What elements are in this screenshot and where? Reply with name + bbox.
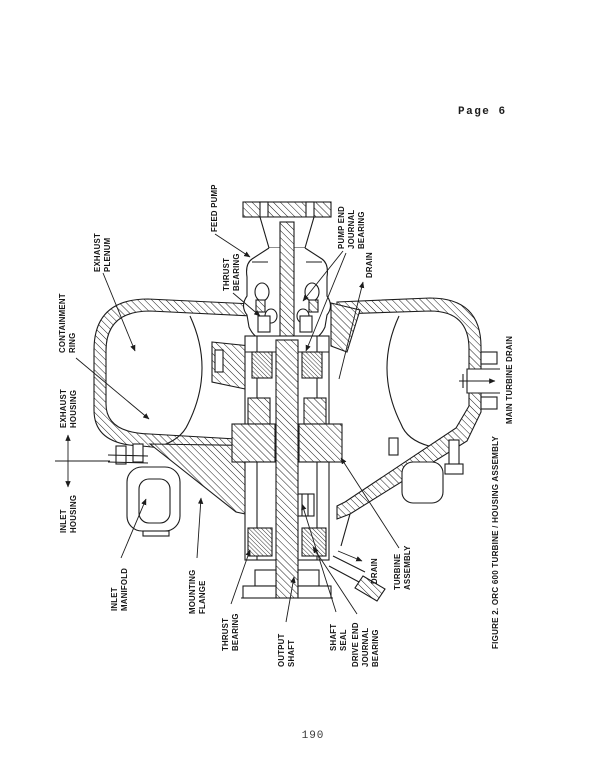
label-turbine-assembly: TURBINE [393, 554, 402, 590]
drain-top-flow-arrow [338, 281, 365, 380]
turbine-disc-left [231, 423, 276, 463]
turbine-housing-shell [330, 297, 482, 547]
label-shaft-seal: SHAFT [329, 624, 338, 651]
leader-shaft-seal [301, 503, 337, 613]
label-thrust-bearing-bottom-2: BEARING [231, 613, 240, 651]
label-pump-end-journal-bearing: PUMP END [337, 206, 346, 249]
leader-pump-end-journal-bearing [302, 250, 344, 302]
label-output-shaft-2: SHAFT [287, 640, 296, 667]
label-pump-end-journal-bearing-3: BEARING [357, 211, 366, 249]
leader-inlet-manifold [120, 498, 147, 559]
turbine-scroll-vane [386, 315, 430, 447]
label-shaft-seal-2: SEAL [339, 629, 348, 651]
leader-exhaust-plenum [102, 272, 136, 352]
label-containment-ring: CONTAINMENT [58, 293, 67, 353]
thrust-bearing-bottom-block [247, 527, 273, 557]
label-exhaust-housing-2: HOUSING [69, 390, 78, 428]
leader-containment-ring [75, 357, 150, 420]
pump-end-journal-bearing-block [251, 351, 273, 379]
leader-mounting-flange [196, 497, 204, 559]
label-thrust-bearing-top-2: BEARING [232, 253, 241, 291]
label-exhaust-housing: EXHAUST [59, 389, 68, 428]
drain-fitting-drawing [328, 555, 386, 602]
label-inlet-housing: INLET [59, 509, 68, 533]
output-shaft-drawing [241, 339, 333, 599]
page-header: Page 6 [458, 106, 507, 118]
label-output-shaft: OUTPUT [277, 633, 286, 667]
callout-labels: FEED PUMP THRUST BEARING EXHAUST PLENUM … [58, 184, 514, 667]
leader-thrust-bearing-top [232, 292, 261, 317]
label-thrust-bearing-top: THRUST [222, 258, 231, 291]
label-drive-end-journal-bearing-2: JOURNAL [361, 628, 370, 667]
inlet-manifold-drawing [126, 466, 181, 537]
thrust-bearing-top-block [247, 397, 271, 425]
leader-drive-end-journal-bearing [312, 546, 358, 615]
label-drive-end-journal-bearing: DRIVE END [351, 622, 360, 667]
leader-lines [55, 233, 496, 623]
leader-thrust-bearing-bottom [230, 549, 251, 605]
label-main-turbine-drain: MAIN TURBINE DRAIN [505, 336, 514, 424]
page-number: 190 [301, 730, 325, 742]
main-turbine-drain-port [462, 351, 500, 410]
label-exhaust-plenum-2: PLENUM [103, 238, 112, 272]
label-exhaust-plenum: EXHAUST [93, 233, 102, 272]
label-pump-end-journal-bearing-2: JOURNAL [347, 210, 356, 249]
figure-caption: FIGURE 2. ORC 600 TURBINE / HOUSING ASSE… [491, 435, 500, 649]
label-thrust-bearing-bottom: THRUST [221, 618, 230, 651]
cross-section-drawing [93, 201, 500, 602]
leader-turbine-assembly [340, 457, 400, 549]
label-drain-bottom: DRAIN [370, 558, 379, 584]
label-mounting-flange: MOUNTING [188, 570, 197, 614]
label-inlet-manifold: INLET [110, 587, 119, 611]
label-turbine-assembly-2: ASSEMBLY [403, 545, 412, 590]
exhaust-scroll-vane [157, 315, 203, 448]
label-inlet-manifold-2: MANIFOLD [120, 568, 129, 611]
turbine-disc-right [298, 423, 343, 463]
leader-output-shaft [285, 576, 296, 623]
feed-pump-drawing [242, 201, 332, 342]
label-feed-pump: FEED PUMP [210, 184, 219, 232]
leader-pump-end-journal-bearing-2 [305, 252, 347, 352]
label-containment-ring-2: RING [68, 333, 77, 354]
label-mounting-flange-2: FLANGE [198, 580, 207, 614]
label-drive-end-journal-bearing-3: BEARING [371, 629, 380, 667]
leader-feed-pump [214, 233, 251, 258]
housing-split-indicator [55, 434, 110, 488]
label-drain-top: DRAIN [365, 252, 374, 278]
drain-bottom-flow-arrow [337, 550, 363, 562]
label-inlet-housing-2: HOUSING [69, 495, 78, 533]
